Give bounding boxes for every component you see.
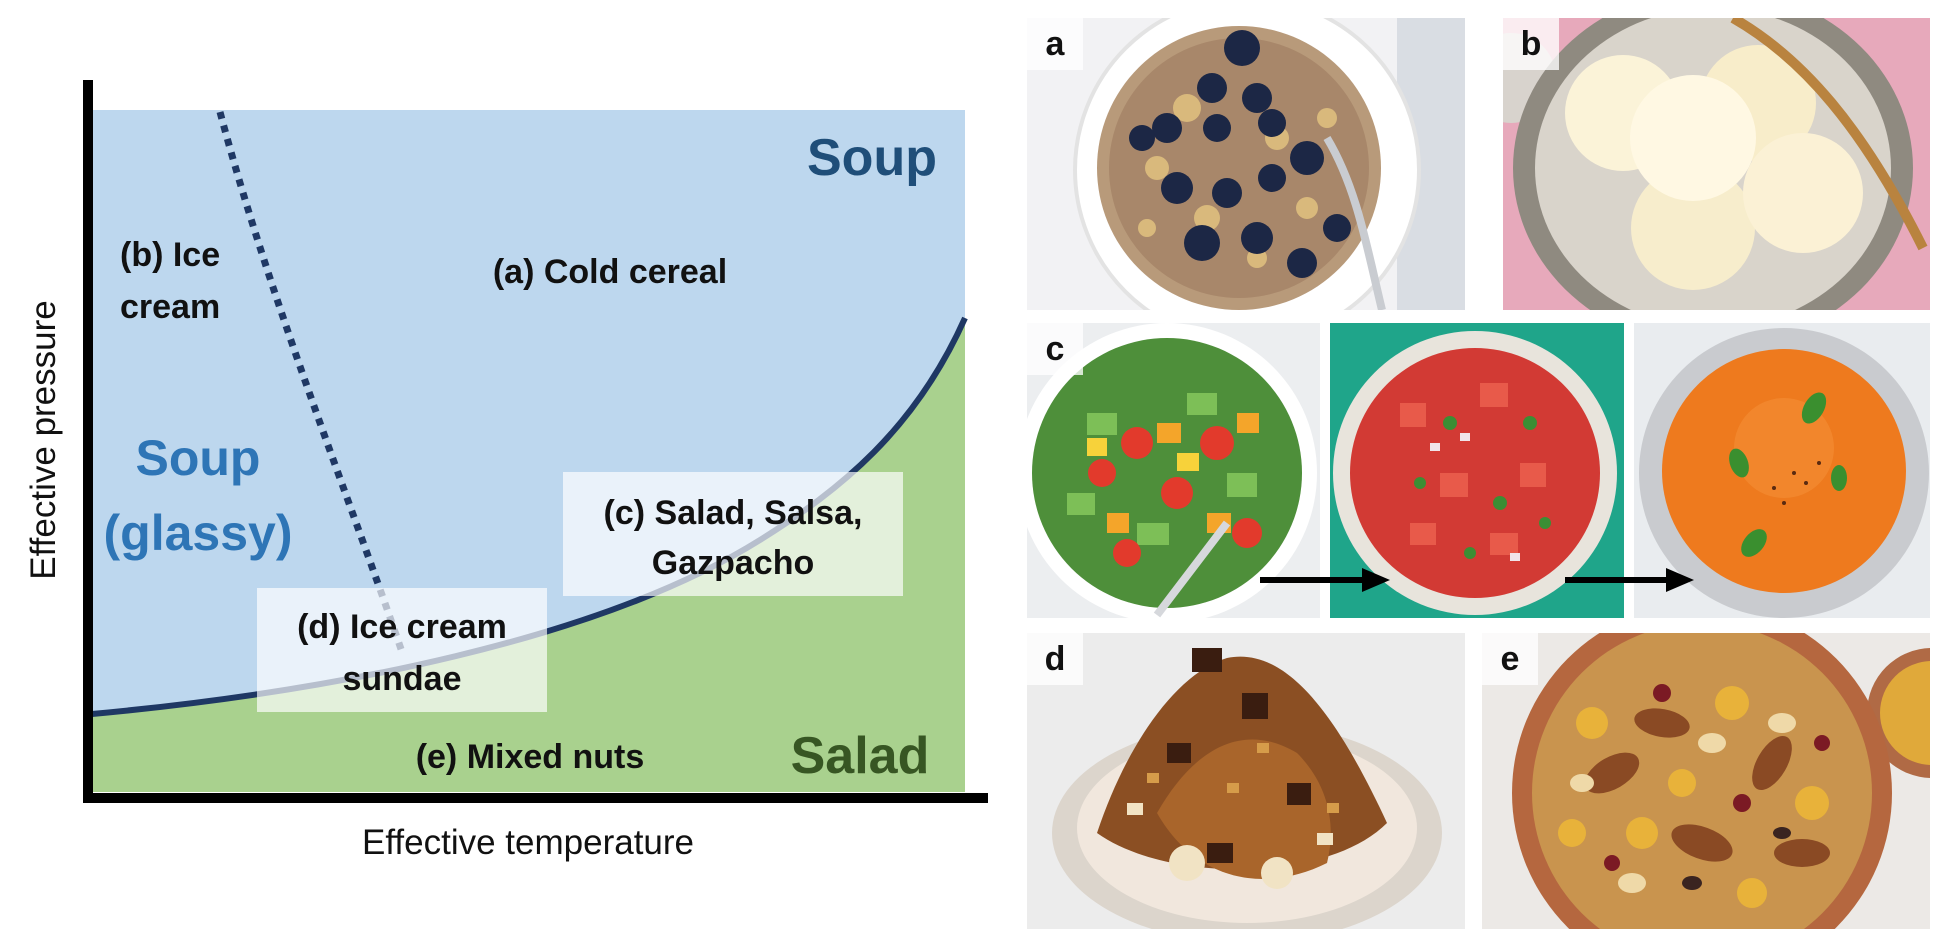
photo-c-salad: [1027, 323, 1320, 618]
photo-label-c: c: [1027, 323, 1083, 375]
point-label-d-line1: (d) Ice cream: [297, 608, 507, 646]
point-label-c-line1: (c) Salad, Salsa,: [604, 494, 863, 532]
point-label-b-line2: cream: [120, 288, 220, 326]
soup-phase-label: Soup: [807, 129, 937, 187]
label-box-d: [257, 588, 547, 712]
label-box-c: [563, 472, 903, 596]
point-label-c-line2: Gazpacho: [652, 544, 814, 582]
y-axis-label: Effective pressure: [24, 300, 63, 580]
soup-glassy-label-line2: (glassy): [104, 505, 293, 561]
photo-a-oatmeal: [1027, 18, 1465, 310]
photo-label-e: e: [1482, 633, 1538, 685]
point-label-d-line2: sundae: [342, 660, 461, 698]
photo-e-mixed-nuts: [1482, 633, 1930, 929]
x-axis-label: Effective temperature: [362, 823, 694, 862]
point-label-a: (a) Cold cereal: [493, 253, 727, 291]
point-label-e: (e) Mixed nuts: [416, 738, 645, 776]
photo-label-b: b: [1503, 18, 1559, 70]
soup-glassy-label-line1: Soup: [136, 430, 261, 486]
salad-region: [92, 318, 965, 792]
point-label-b-line1: (b) Ice: [120, 236, 220, 274]
photo-d-sundae: [1027, 633, 1465, 929]
photo-c-gazpacho: [1634, 323, 1930, 618]
photo-b-ice-cream: [1503, 18, 1930, 310]
salad-phase-label: Salad: [791, 727, 930, 785]
photo-c-salsa: [1330, 323, 1624, 618]
photo-label-a: a: [1027, 18, 1083, 70]
photo-label-d: d: [1027, 633, 1083, 685]
glass-transition-line: [216, 111, 406, 654]
